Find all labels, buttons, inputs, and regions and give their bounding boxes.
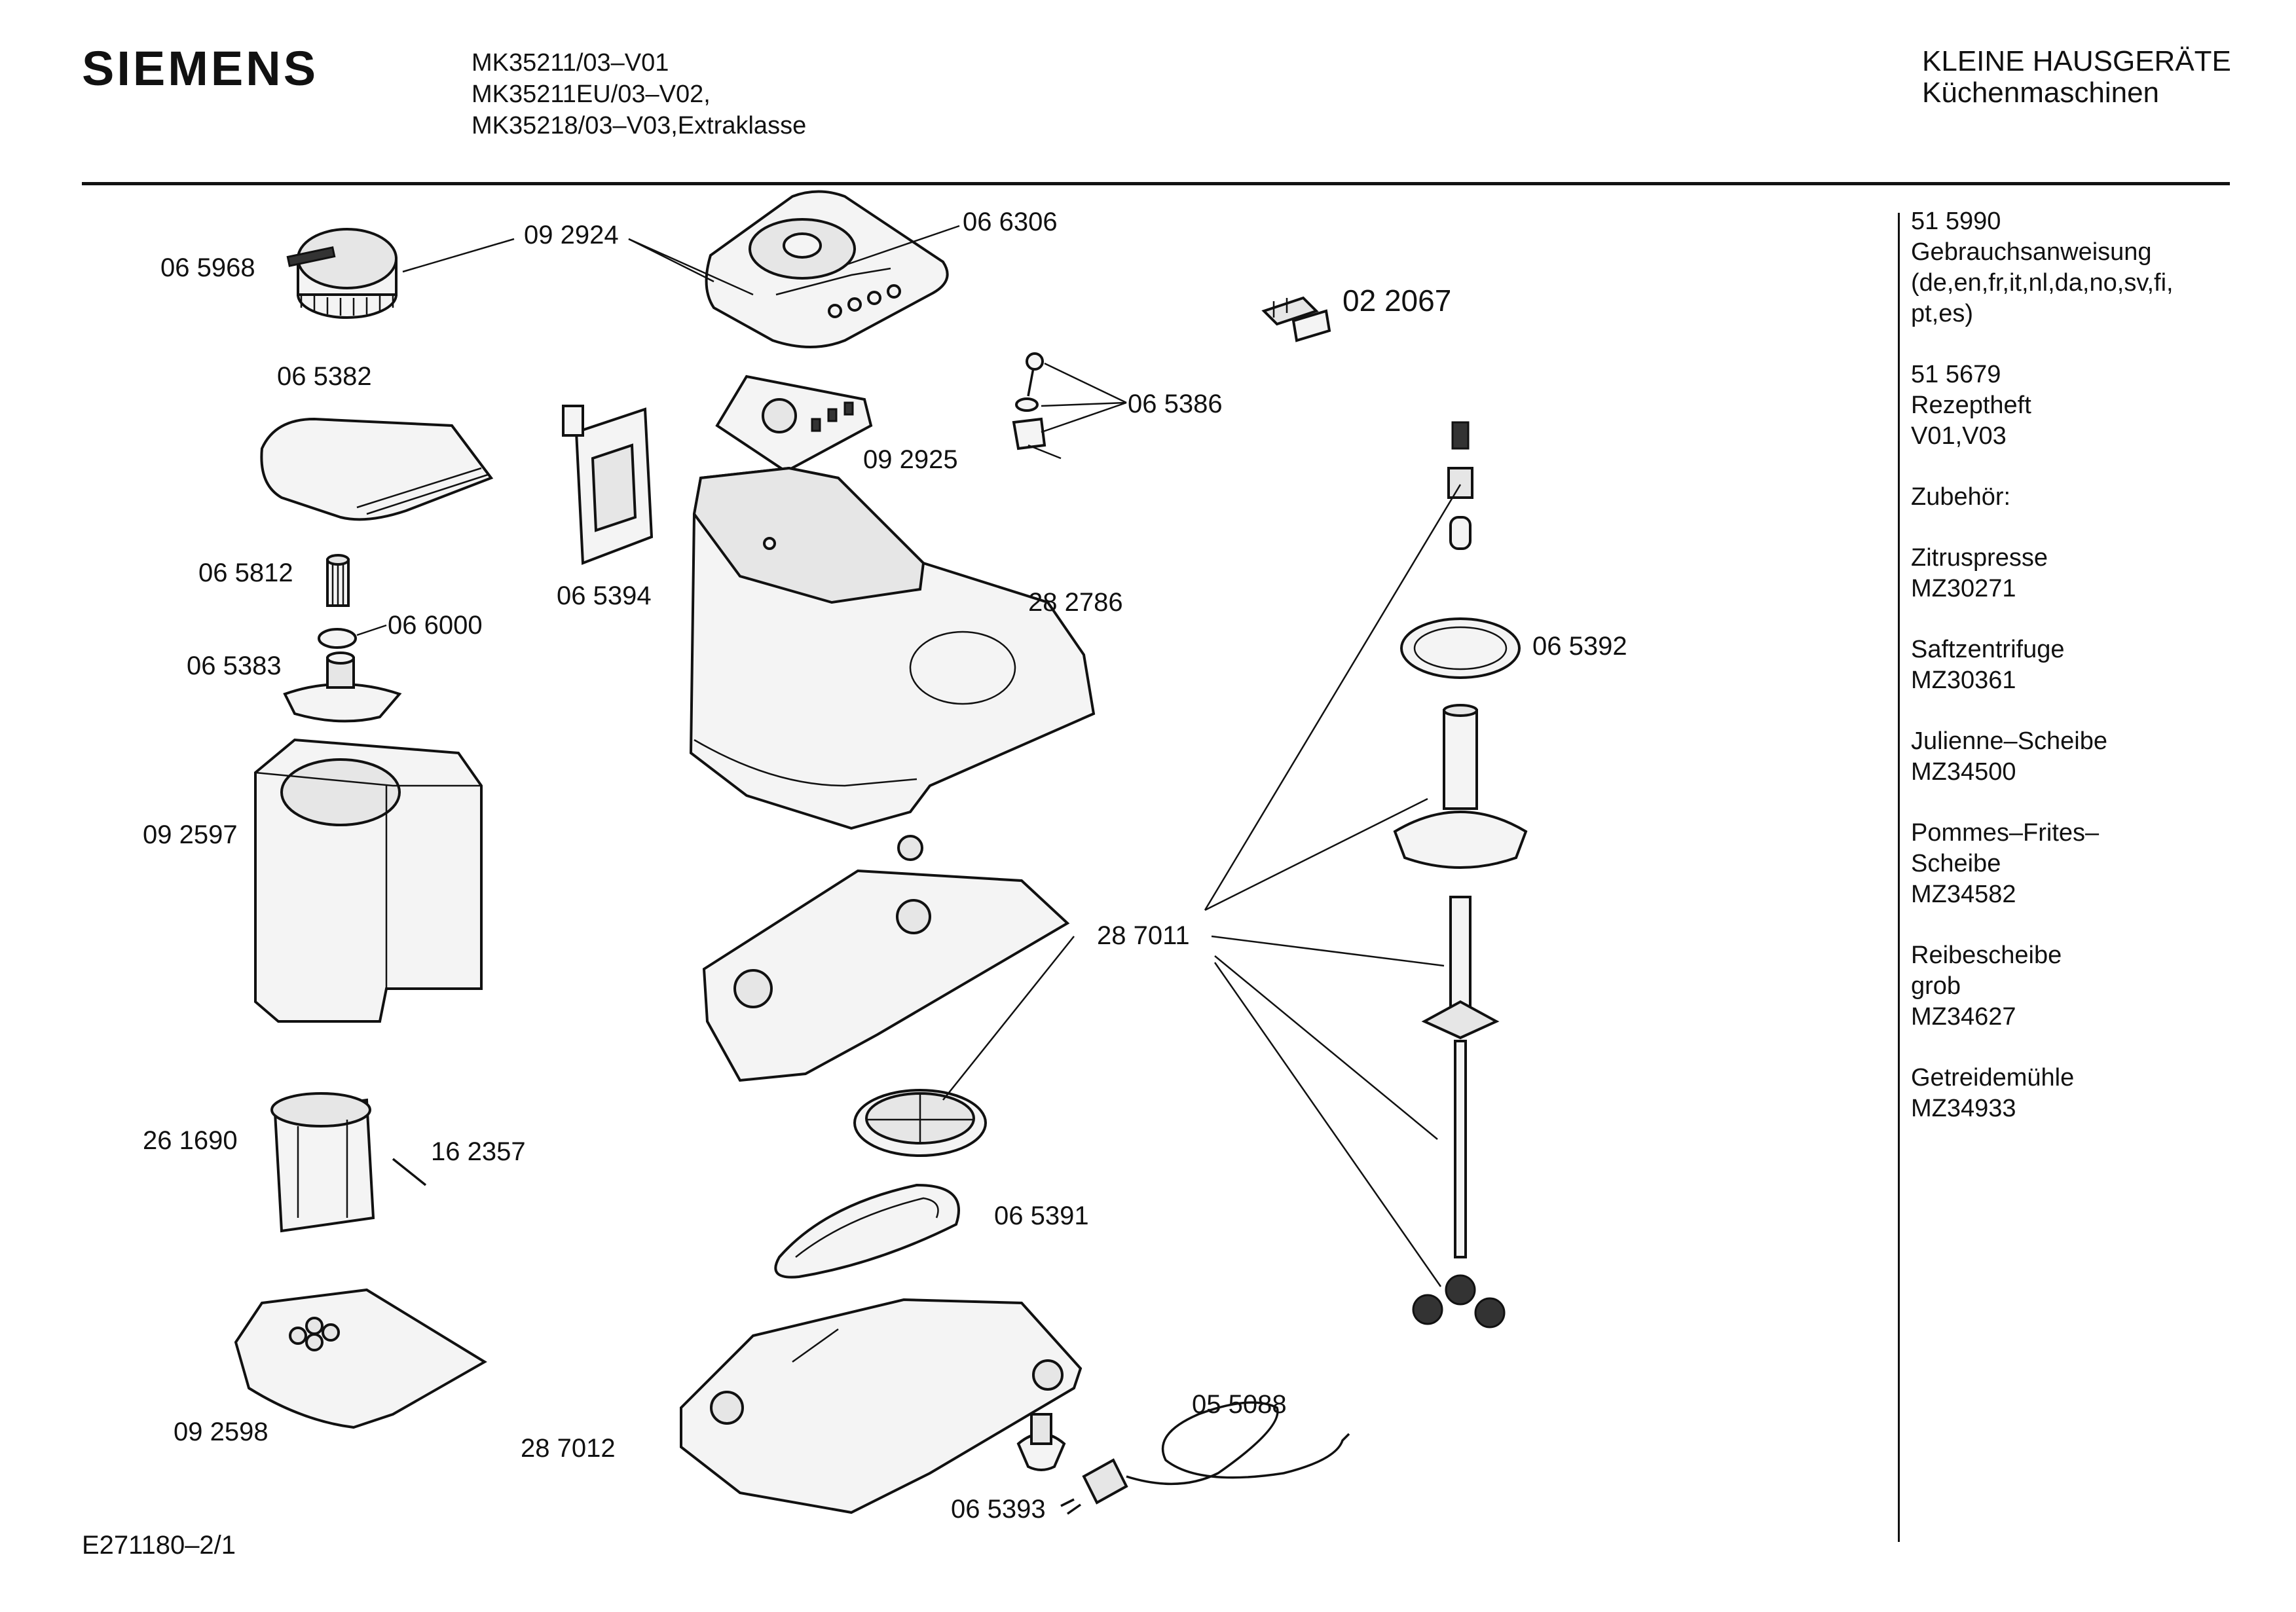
model-list: MK35211/03–V01 MK35211EU/03–V02, MK35218…: [472, 47, 806, 141]
accessory-code: MZ30361: [1911, 667, 2016, 694]
model-line-1: MK35211/03–V01: [472, 49, 669, 77]
label-065812: 06 5812: [198, 559, 293, 587]
label-092598: 09 2598: [174, 1418, 268, 1446]
fan-drawing: [283, 651, 402, 723]
accessory-code: MZ34627: [1911, 1003, 2016, 1031]
control-housing-drawing: [705, 190, 949, 348]
label-287012: 28 7012: [521, 1434, 616, 1463]
accessory-item: Getreidemühle MZ34933: [1911, 1063, 2278, 1124]
accessory-item: Saftzentrifuge MZ30361: [1911, 634, 2278, 696]
label-065383: 06 5383: [187, 651, 282, 680]
model-line-3: MK35218/03–V03,Extraklasse: [472, 112, 807, 139]
accessory-item: Reibescheibe grob MZ34627: [1911, 940, 2278, 1033]
manual-languages-1: (de,en,fr,it,nl,da,no,sv,fi,: [1911, 269, 2174, 297]
label-092597: 09 2597: [143, 820, 238, 849]
manual-number: 51 5990: [1911, 208, 2001, 235]
recipe-block: 51 5679 Rezeptheft V01,V03: [1911, 359, 2278, 452]
label-065392: 06 5392: [1532, 632, 1627, 661]
ring-drawing: [318, 628, 357, 649]
beater-assembly-drawing: [1393, 704, 1528, 1328]
bracket-drawing: [562, 405, 654, 565]
recipe-versions: V01,V03: [1911, 422, 2007, 450]
gasket-drawing: [1400, 617, 1521, 679]
small-bearing-drawing: [1447, 421, 1473, 550]
label-092924: 09 2924: [524, 221, 619, 249]
motor-drawing: [270, 1092, 427, 1233]
label-065968: 06 5968: [160, 253, 255, 282]
label-065391: 06 5391: [994, 1201, 1089, 1230]
recipe-number: 51 5679: [1911, 361, 2001, 388]
knob-drawing: [286, 228, 398, 319]
label-065382: 06 5382: [277, 362, 372, 391]
accessories-heading-text: Zubehör:: [1911, 483, 2011, 511]
model-line-2: MK35211EU/03–V02,: [472, 81, 711, 108]
category-line-1: KLEINE HAUSGERÄTE: [1922, 45, 2231, 77]
label-162357: 16 2357: [431, 1137, 526, 1166]
accessories-heading: Zubehör:: [1911, 482, 2278, 513]
main-housing-drawing: [689, 466, 1096, 830]
accessory-code: MZ34500: [1911, 758, 2016, 786]
documentation-sidebar: 51 5990 Gebrauchsanweisung (de,en,fr,it,…: [1911, 206, 2278, 1154]
gear-plate-drawing: [702, 835, 1070, 1082]
label-055088: 05 5088: [1192, 1390, 1287, 1419]
manual-languages-2: pt,es): [1911, 300, 1974, 327]
label-287011: 28 7011: [1097, 921, 1190, 950]
accessory-name: Julienne–Scheibe: [1911, 727, 2108, 755]
accessory-name: Getreidemühle: [1911, 1064, 2075, 1091]
accessory-name: Zitruspresse: [1911, 544, 2048, 572]
base-plate-drawing: [234, 1288, 487, 1429]
accessory-item: Julienne–Scheibe MZ34500: [1911, 726, 2278, 788]
header-divider: [82, 182, 2230, 185]
accessory-code: MZ34933: [1911, 1095, 2016, 1122]
switch-drawing: [1261, 296, 1331, 342]
manual-block: 51 5990 Gebrauchsanweisung (de,en,fr,it,…: [1911, 206, 2278, 329]
label-282786: 28 2786: [1028, 588, 1123, 617]
accessory-item: Zitruspresse MZ30271: [1911, 543, 2278, 604]
accessory-item: Pommes–Frites– Scheibe MZ34582: [1911, 818, 2278, 910]
label-065394: 06 5394: [557, 581, 652, 610]
accessory-code: MZ30271: [1911, 575, 2016, 602]
recipe-title: Rezeptheft: [1911, 392, 2031, 419]
sidebar-divider: [1898, 213, 1900, 1542]
brand-logo: SIEMENS: [82, 41, 319, 96]
foot-drawing: [1016, 1413, 1066, 1471]
pulley-belt-drawing: [774, 1089, 987, 1279]
coupling-drawing: [326, 554, 350, 607]
leader-lines: [356, 225, 1462, 1287]
label-065393: 06 5393: [951, 1495, 1046, 1524]
label-092925: 09 2925: [863, 445, 958, 474]
manual-title: Gebrauchsanweisung: [1911, 238, 2152, 266]
accessory-name: Pommes–Frites–: [1911, 819, 2100, 847]
power-cord-drawing: [1060, 1401, 1350, 1515]
category-line-2: Küchenmaschinen: [1922, 77, 2160, 109]
label-066306: 06 6306: [963, 208, 1058, 236]
accessory-code: MZ34582: [1911, 881, 2016, 908]
label-066000: 06 6000: [388, 611, 483, 640]
label-022067: 02 2067: [1342, 284, 1451, 318]
accessory-name: Saftzentrifuge: [1911, 636, 2065, 663]
pin-set-drawing: [1012, 352, 1062, 460]
accessory-name-cont: Scheibe: [1911, 850, 2001, 877]
accessory-name: Reibescheibe: [1911, 942, 2062, 969]
category-title: KLEINE HAUSGERÄTE Küchenmaschinen: [1922, 46, 2231, 109]
accessory-name-cont: grob: [1911, 972, 1961, 1000]
circuit-board-drawing: [715, 375, 873, 473]
label-065386: 06 5386: [1128, 390, 1223, 418]
drawing-id: E271180–2/1: [82, 1531, 236, 1560]
lid-drawing: [260, 417, 494, 521]
motor-housing-drawing: [254, 738, 483, 1023]
bottom-housing-drawing: [680, 1298, 1083, 1514]
label-261690: 26 1690: [143, 1126, 238, 1155]
